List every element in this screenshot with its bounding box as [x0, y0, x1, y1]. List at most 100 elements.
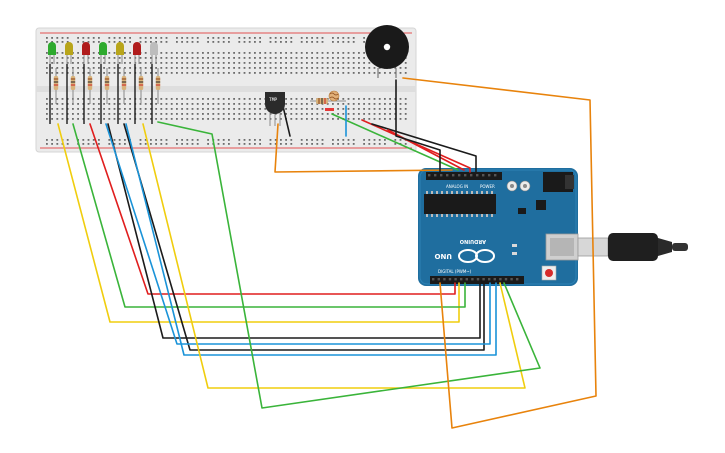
breadboard-hole — [176, 37, 178, 39]
breadboard-hole — [404, 108, 407, 110]
breadboard-hole — [352, 37, 355, 39]
breadboard-hole — [124, 67, 126, 69]
led-red — [82, 42, 90, 55]
breadboard-hole — [378, 98, 381, 100]
breadboard-hole — [337, 52, 339, 54]
breadboard-hole — [186, 52, 189, 54]
chip-pins — [426, 191, 493, 217]
breadboard-hole — [181, 108, 183, 110]
breadboard-hole — [300, 98, 303, 100]
breadboard-hole — [316, 72, 319, 74]
breadboard-hole — [254, 72, 256, 74]
breadboard-hole — [155, 143, 157, 145]
breadboard-hole — [98, 67, 100, 69]
breadboard-hole — [170, 52, 173, 54]
breadboard-hole — [129, 108, 131, 110]
breadboard-hole — [186, 113, 189, 115]
breadboard-hole — [56, 37, 59, 39]
breadboard-hole — [326, 113, 329, 115]
breadboard-hole — [92, 52, 95, 54]
breadboard-hole — [176, 41, 178, 43]
breadboard-hole — [56, 103, 59, 105]
header-pin — [470, 174, 473, 177]
breadboard-hole — [108, 98, 111, 100]
breadboard-hole — [207, 37, 209, 39]
header-pin — [494, 174, 497, 177]
breadboard-hole — [399, 103, 402, 105]
breadboard-hole — [347, 139, 350, 141]
breadboard-hole — [144, 52, 147, 54]
breadboard-hole — [66, 72, 69, 74]
breadboard-hole — [248, 57, 251, 59]
breadboard-hole — [285, 67, 287, 69]
breadboard-hole — [155, 139, 157, 141]
breadboard-hole — [129, 67, 131, 69]
breadboard-hole — [264, 62, 267, 64]
breadboard-hole — [113, 62, 116, 64]
breadboard-hole — [176, 62, 178, 64]
breadboard-hole — [186, 118, 189, 120]
chip-pin — [456, 214, 458, 217]
breadboard-hole — [243, 67, 246, 69]
breadboard-hole — [118, 37, 121, 39]
breadboard-hole — [139, 57, 142, 59]
breadboard-hole — [248, 67, 251, 69]
breadboard-hole — [207, 98, 209, 100]
breadboard-hole — [394, 143, 397, 145]
breadboard-hole — [181, 57, 183, 59]
breadboard-hole — [87, 37, 90, 39]
header-pin — [476, 278, 480, 281]
breadboard-hole — [207, 62, 209, 64]
usb-cable-icon[interactable] — [577, 233, 688, 261]
breadboard-hole — [82, 37, 85, 39]
breadboard-hole — [103, 62, 105, 64]
breadboard-hole — [51, 108, 53, 110]
breadboard-hole — [300, 41, 303, 43]
reset-button-cap[interactable] — [545, 269, 553, 277]
breadboard-hole — [254, 67, 256, 69]
breadboard-hole — [56, 143, 59, 145]
breadboard-hole — [378, 143, 381, 145]
temperature-sensor[interactable]: TMP — [265, 92, 285, 126]
breadboard-hole — [332, 72, 334, 74]
breadboard-hole — [217, 108, 220, 110]
breadboard-hole — [269, 143, 272, 145]
breadboard-hole — [342, 72, 345, 74]
breadboard-hole — [170, 118, 173, 120]
breadboard-hole — [378, 67, 381, 69]
breadboard-hole — [238, 67, 241, 69]
breadboard-hole — [191, 52, 194, 54]
breadboard-hole — [108, 67, 111, 69]
arduino-uno-board[interactable]: ANALOG IN POWER UNO ARDUINO DI — [418, 168, 579, 286]
breadboard-hole — [165, 143, 168, 145]
breadboard-hole — [269, 57, 272, 59]
breadboard[interactable] — [35, 27, 417, 153]
breadboard-hole — [238, 62, 241, 64]
breadboard-hole — [191, 57, 194, 59]
breadboard-hole — [228, 98, 230, 100]
breadboard-hole — [46, 57, 48, 59]
breadboard-hole — [196, 103, 199, 105]
breadboard-hole — [196, 139, 199, 141]
breadboard-hole — [233, 108, 235, 110]
breadboard-hole — [56, 98, 59, 100]
breadboard-hole — [399, 98, 402, 100]
breadboard-hole — [186, 108, 189, 110]
piezo-buzzer-icon[interactable] — [365, 25, 409, 78]
breadboard-hole — [165, 108, 168, 110]
breadboard-hole — [352, 118, 355, 120]
breadboard-hole — [264, 72, 267, 74]
header-pin — [454, 278, 457, 281]
breadboard-hole — [113, 52, 116, 54]
led-red — [133, 42, 141, 55]
breadboard-hole — [373, 108, 376, 110]
breadboard-hole — [394, 67, 397, 69]
photoresistor-icon[interactable] — [310, 90, 346, 111]
breadboard-hole — [202, 113, 204, 115]
breadboard-hole — [373, 113, 376, 115]
breadboard-hole — [337, 118, 339, 120]
breadboard-hole — [311, 41, 313, 43]
breadboard-hole — [77, 108, 79, 110]
breadboard-hole — [347, 108, 350, 110]
chip-pin — [486, 214, 488, 217]
